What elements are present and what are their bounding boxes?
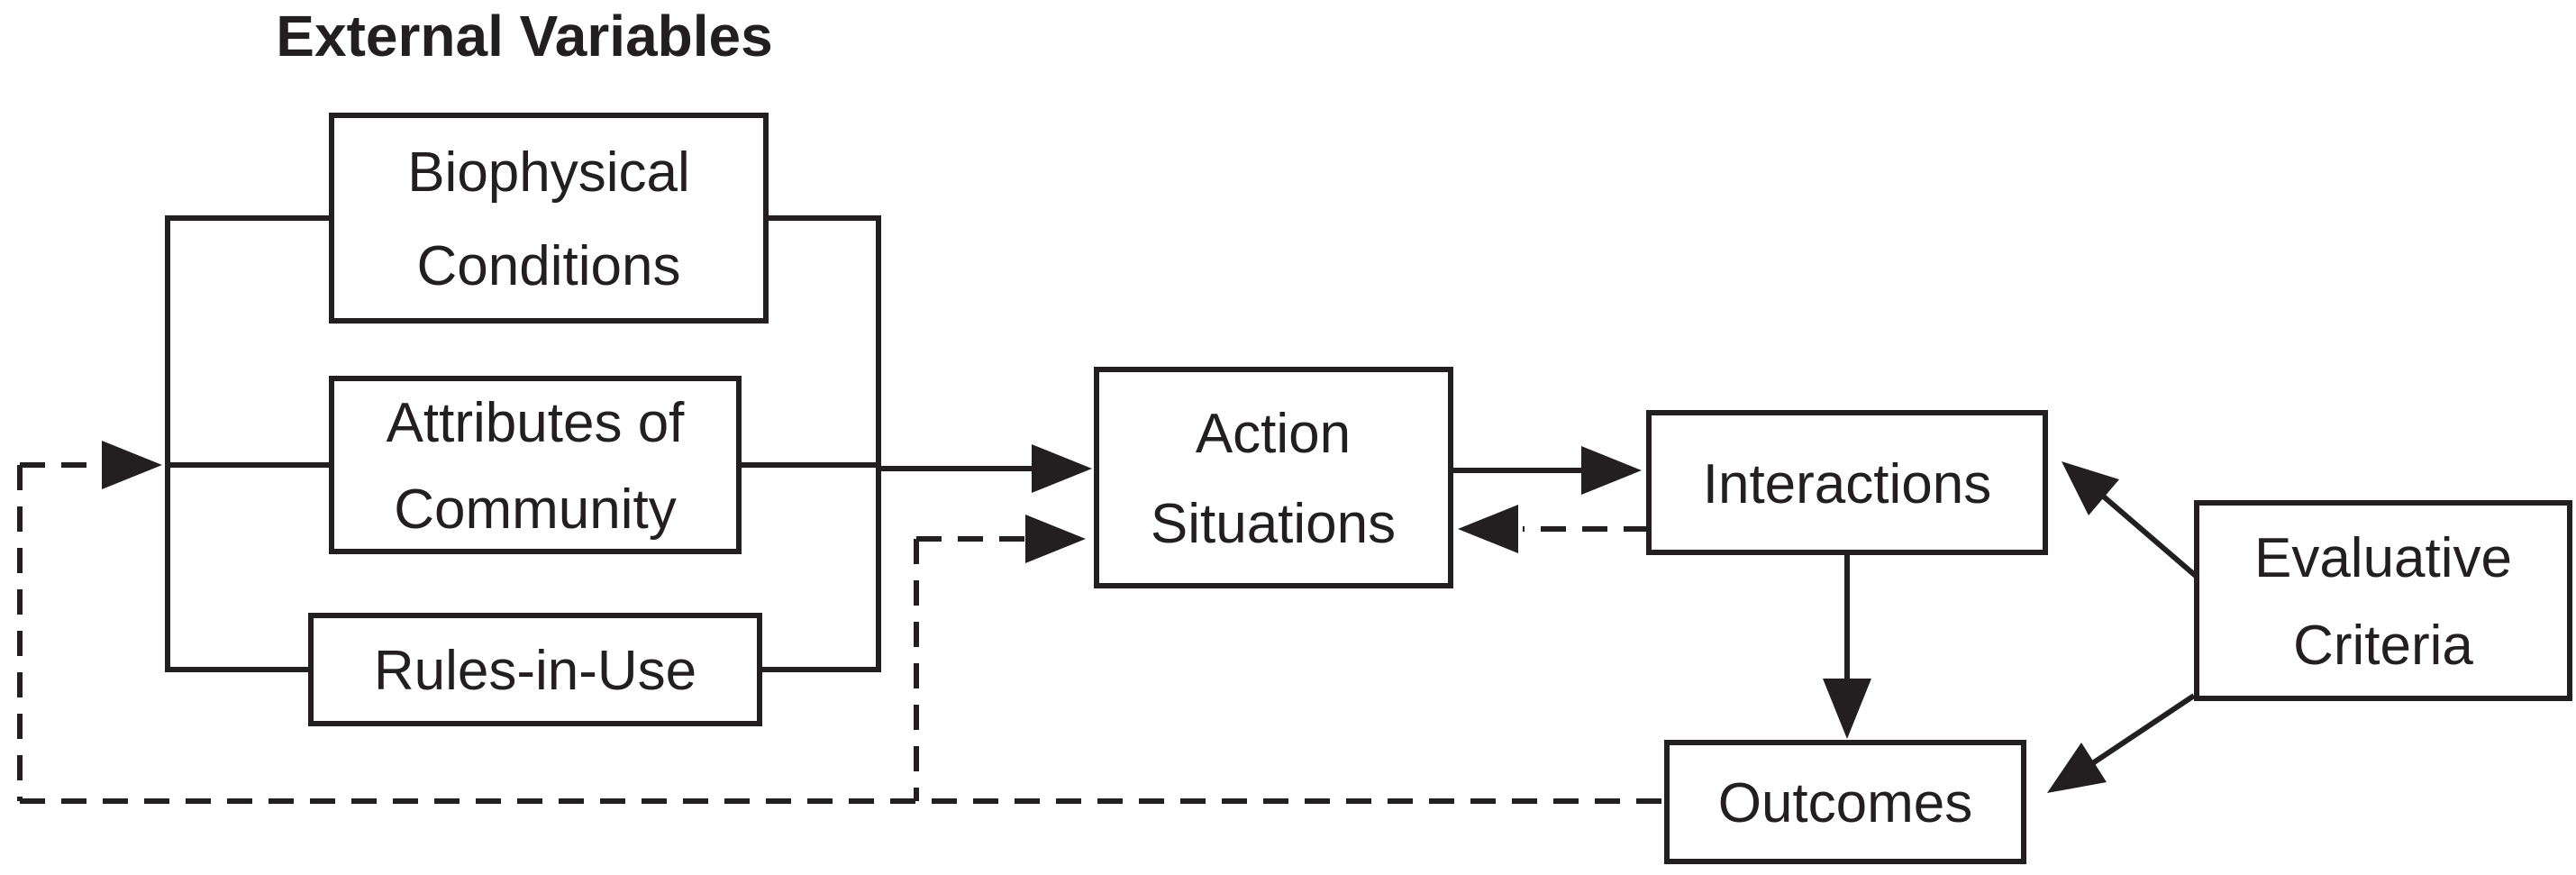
edge-interactions-to-action-dashed: [1458, 505, 1649, 553]
rules-in-use-label: Rules-in-Use: [374, 640, 696, 702]
diagram-title: External Variables: [276, 4, 772, 68]
edge-outcomes-to-action-dashed: [914, 515, 1086, 801]
node-action-situations: Action Situations: [1094, 367, 1453, 588]
edge-evaluative-to-outcomes-line: [2087, 693, 2196, 769]
node-interactions: Interactions: [1646, 410, 2048, 555]
interactions-box: [1646, 410, 2048, 555]
feedback-into-action-arrowhead: [1025, 515, 1086, 563]
edge-action-to-interactions-arrowhead: [1581, 446, 1642, 495]
outcomes-label: Outcomes: [1718, 772, 1973, 834]
interactions-label: Interactions: [1703, 453, 1992, 515]
feedback-into-bracket-arrowhead: [102, 441, 162, 489]
rules-in-use-box: [308, 613, 762, 726]
node-evaluative-criteria: Evaluative Criteria: [2194, 500, 2572, 701]
edge-interactions-to-action-arrowhead: [1458, 505, 1518, 553]
external-variables-left-bracket: [165, 215, 332, 672]
edge-action-to-interactions: [1451, 446, 1642, 495]
edge-evaluative-to-interactions-arrowhead: [2062, 461, 2119, 515]
attributes-of-community-box: [329, 376, 742, 554]
node-biophysical-conditions: Biophysical Conditions: [329, 113, 769, 324]
edge-evaluative-to-interactions: [2062, 461, 2198, 579]
action-situations-label-line2: Situations: [1151, 493, 1396, 555]
attributes-of-community-label-line1: Attributes of: [387, 392, 686, 454]
edge-outcomes-to-external-dashed: [17, 441, 1665, 804]
edge-evaluative-to-outcomes-arrowhead: [2047, 743, 2107, 793]
edge-evaluative-to-outcomes: [2047, 693, 2196, 793]
node-outcomes: Outcomes: [1664, 740, 2026, 864]
edge-external-to-action: [878, 444, 1092, 493]
biophysical-conditions-box: [329, 113, 769, 324]
edge-external-to-action-arrowhead: [1032, 444, 1092, 493]
node-rules-in-use: Rules-in-Use: [308, 613, 762, 726]
evaluative-criteria-label-line2: Criteria: [2293, 615, 2473, 677]
evaluative-criteria-box: [2194, 500, 2572, 701]
external-variables-right-bracket: [739, 215, 881, 672]
biophysical-conditions-label-line2: Conditions: [417, 235, 681, 297]
biophysical-conditions-label-line1: Biophysical: [407, 141, 690, 204]
action-situations-box: [1094, 367, 1453, 588]
outcomes-box: [1664, 740, 2026, 864]
node-attributes-of-community: Attributes of Community: [329, 376, 742, 554]
edge-evaluative-to-interactions-line: [2098, 490, 2198, 579]
action-situations-label-line1: Action: [1196, 403, 1351, 465]
attributes-of-community-label-line2: Community: [394, 479, 677, 541]
evaluative-criteria-label-line1: Evaluative: [2254, 527, 2512, 589]
edge-interactions-to-outcomes: [1823, 552, 1871, 739]
edge-interactions-to-outcomes-arrowhead: [1823, 679, 1871, 739]
